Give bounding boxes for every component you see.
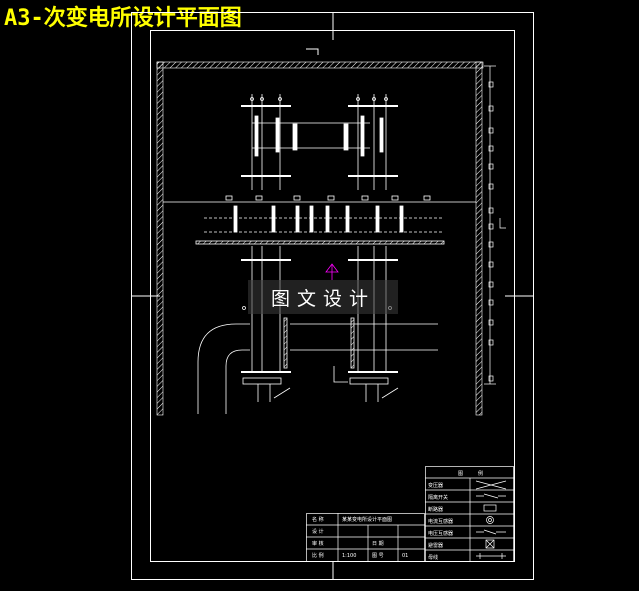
- legend-table: [425, 466, 514, 562]
- section-marker: [325, 263, 339, 280]
- title-block-grid: [306, 513, 425, 562]
- main-bus-row: [163, 195, 476, 245]
- tb-label-sheet: 图 号: [372, 553, 384, 559]
- upper-equipment-right: [343, 94, 398, 190]
- centering-marks: [131, 12, 533, 579]
- tb-label-scale: 比 例: [312, 552, 324, 559]
- legend-header-2: 例: [478, 470, 483, 477]
- watermark: 图文设计: [248, 280, 398, 314]
- tb-sheet-value: 01: [402, 553, 408, 559]
- legend-label: 断路器: [428, 506, 443, 513]
- tb-label-date: 日 期: [372, 541, 384, 547]
- top-small-mark: [306, 48, 319, 55]
- legend-label: 电流互感器: [428, 518, 453, 525]
- legend-label: 避雷器: [428, 542, 443, 549]
- tb-drawing-name: 某某变电所设计平面图: [342, 516, 392, 523]
- legend-label: 电压互感器: [428, 530, 453, 537]
- legend-label: 隔离开关: [428, 494, 448, 501]
- lower-equipment: [197, 246, 438, 414]
- legend-label: 变压器: [428, 482, 443, 489]
- upper-equipment-left: [241, 94, 370, 190]
- dimension-chain-right: [484, 65, 506, 385]
- drawing-title: A3-次变电所设计平面图: [4, 6, 242, 31]
- tb-label-design: 设 计: [312, 528, 324, 535]
- legend-header-1: 图: [458, 471, 463, 477]
- legend-label: 母线: [428, 554, 438, 561]
- tb-label-name: 名 称: [312, 516, 324, 523]
- tb-scale-value: 1:100: [342, 553, 356, 559]
- building-walls: [156, 61, 484, 416]
- tb-label-check: 审 核: [312, 540, 324, 547]
